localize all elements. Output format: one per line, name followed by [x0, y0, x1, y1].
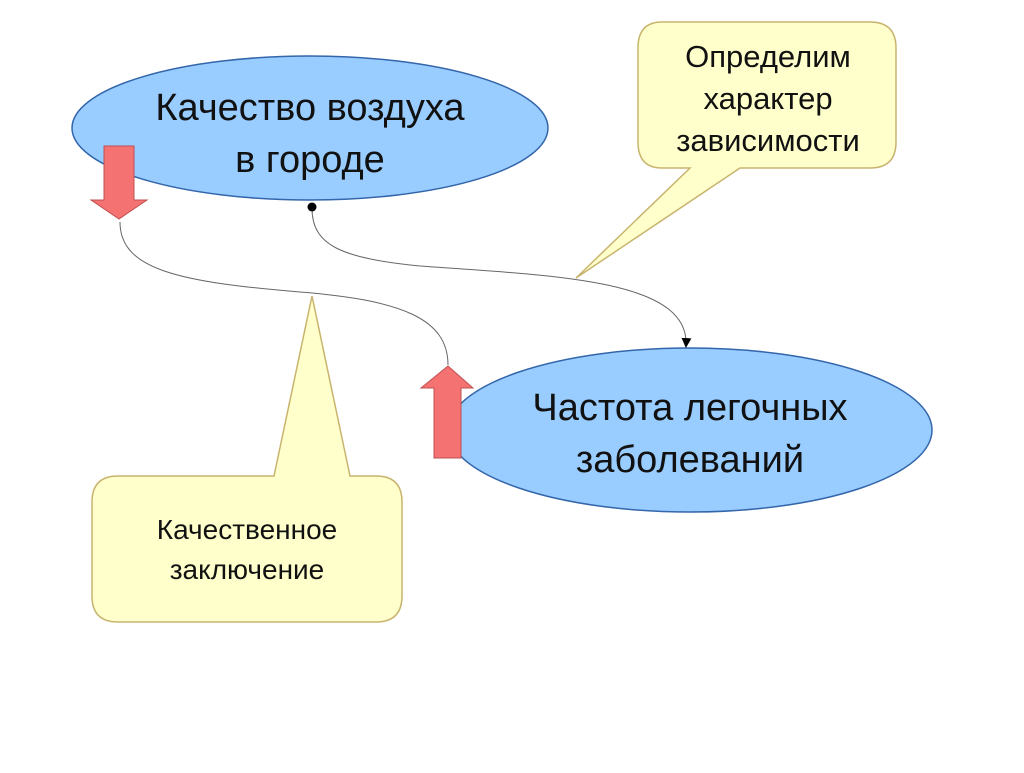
connector-start-dot	[307, 202, 317, 212]
callout-define-dependency	[575, 21, 897, 279]
node-disease-rate-label: Частота легочных заболеваний	[532, 387, 848, 481]
node-air-quality	[71, 55, 549, 201]
arrow-up-icon	[419, 365, 475, 459]
callout-define-dependency-label: Определим характер зависимости	[676, 39, 860, 158]
arrow-down-icon	[89, 145, 149, 220]
callout-qualitative-conclusion-label: Качественное заключение	[156, 514, 338, 585]
connector-right	[311, 207, 692, 348]
callout-qualitative-conclusion	[91, 295, 403, 623]
connector-left	[119, 221, 449, 366]
node-air-quality-label: Качество воздуха в городе	[155, 87, 465, 181]
